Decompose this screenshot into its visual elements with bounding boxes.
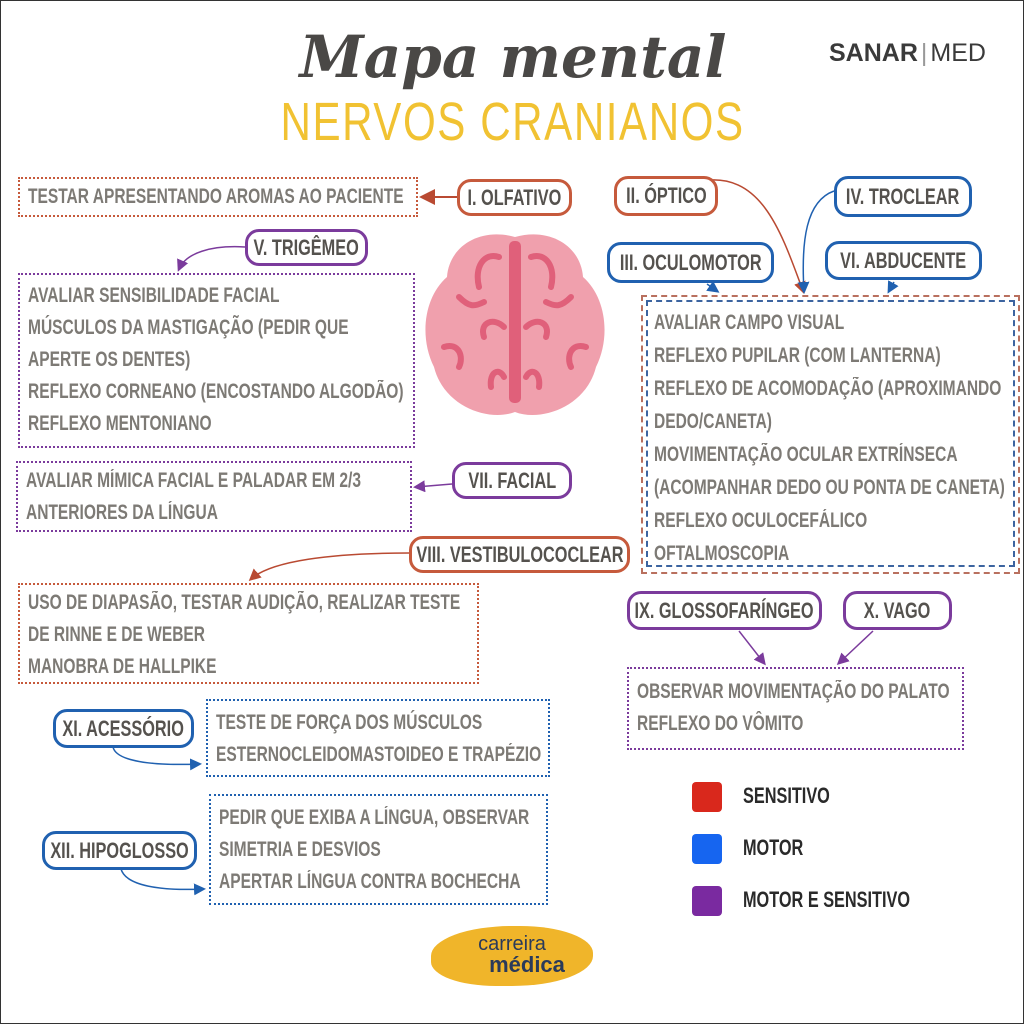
- pill-vago: X. VAGO: [843, 591, 952, 630]
- trigemeo-box: AVALIAR SENSIBILIDADE FACIAL MÚSCULOS DA…: [18, 273, 415, 448]
- logo-line1: carreira: [478, 933, 546, 955]
- eye-line: DEDO/CANETA): [654, 410, 772, 433]
- pill-label: V. TRIGÊMEO: [253, 234, 360, 260]
- palate-line: OBSERVAR MOVIMENTAÇÃO DO PALATO: [637, 680, 950, 703]
- page-title: Mapa mental: [299, 23, 727, 91]
- brain-illustration: [425, 234, 605, 415]
- facial-line: ANTERIORES DA LÍNGUA: [26, 501, 218, 524]
- pill-oculomotor: III. OCULOMOTOR: [607, 242, 774, 283]
- facial-line: AVALIAR MÍMICA FACIAL E PALADAR EM 2/3: [26, 469, 361, 492]
- page-subtitle: NERVOS CRANIANOS: [1, 91, 1024, 153]
- pill-label: X. VAGO: [864, 597, 931, 623]
- legend-swatch-sensitivo: [692, 782, 722, 812]
- trigemeo-line: AVALIAR SENSIBILIDADE FACIAL: [28, 284, 280, 307]
- pill-label: II. ÓPTICO: [625, 183, 707, 208]
- palate-line: REFLEXO DO VÔMITO: [637, 712, 804, 735]
- pill-label: XII. HIPOGLOSSO: [50, 837, 189, 863]
- eye-line: (ACOMPANHAR DEDO OU PONTA DE CANETA): [654, 476, 1005, 499]
- trigemeo-line: REFLEXO CORNEANO (ENCOSTANDO ALGODÃO): [28, 380, 404, 403]
- legend-swatch-motor: [692, 834, 722, 864]
- pill-facial: VII. FACIAL: [452, 462, 572, 499]
- hipoglosso-box: PEDIR QUE EXIBA A LÍNGUA, OBSERVAR SIMET…: [209, 794, 548, 905]
- logo-line2: médica: [489, 952, 565, 977]
- acessorio-box: TESTE DE FORÇA DOS MÚSCULOS ESTERNOCLEID…: [206, 699, 550, 777]
- legend-item: MOTOR: [743, 835, 824, 861]
- pill-troclear: IV. TROCLEAR: [834, 176, 972, 217]
- subtitle-text: NERVOS CRANIANOS: [280, 92, 746, 152]
- legend-label: SENSITIVO: [743, 783, 830, 808]
- trigemeo-line: REFLEXO MENTONIANO: [28, 412, 212, 435]
- legend-item: MOTOR E SENSITIVO: [743, 887, 969, 913]
- brand-logo: SANAR|MED: [829, 39, 986, 67]
- pill-trigemeo: V. TRIGÊMEO: [245, 229, 368, 266]
- eye-line: REFLEXO OCULOCEFÁLICO: [654, 509, 868, 532]
- pill-hipoglosso: XII. HIPOGLOSSO: [42, 831, 197, 870]
- pill-label: XI. ACESSÓRIO: [62, 715, 185, 741]
- carreira-medica-logo: carreira médica: [431, 926, 593, 986]
- hipoglosso-line: PEDIR QUE EXIBA A LÍNGUA, OBSERVAR: [219, 806, 530, 829]
- pill-label: VI. ABDUCENTE: [840, 247, 967, 273]
- eye-line: OFTALMOSCOPIA: [654, 542, 790, 565]
- facial-box: AVALIAR MÍMICA FACIAL E PALADAR EM 2/3 A…: [16, 461, 412, 532]
- pill-label: IV. TROCLEAR: [846, 183, 960, 209]
- palate-box: OBSERVAR MOVIMENTAÇÃO DO PALATO REFLEXO …: [627, 667, 964, 750]
- brand-med: MED: [930, 39, 986, 67]
- legend-label: MOTOR E SENSITIVO: [743, 887, 911, 912]
- trigemeo-line: APERTE OS DENTES): [28, 348, 191, 371]
- eye-line: MOVIMENTAÇÃO OCULAR EXTRÍNSECA: [654, 443, 958, 466]
- pill-label: VIII. VESTIBULOCOCLEAR: [415, 541, 624, 567]
- pill-label: III. OCULOMOTOR: [619, 249, 762, 275]
- pill-label: I. OLFATIVO: [467, 184, 562, 210]
- vestibulococlear-line: USO DE DIAPASÃO, TESTAR AUDIÇÃO, REALIZA…: [28, 591, 461, 614]
- legend-item: SENSITIVO: [743, 783, 860, 809]
- hipoglosso-line: SIMETRIA E DESVIOS: [219, 838, 381, 861]
- olfativo-box: TESTAR APRESENTANDO AROMAS AO PACIENTE: [18, 177, 418, 217]
- trigemeo-line: MÚSCULOS DA MASTIGAÇÃO (PEDIR QUE: [28, 316, 349, 339]
- legend-label: MOTOR: [743, 835, 804, 860]
- vestibulococlear-line: DE RINNE E DE WEBER: [28, 623, 206, 646]
- pill-glossofaringeo: IX. GLOSSOFARÍNGEO: [627, 591, 822, 630]
- pill-vestibulococlear: VIII. VESTIBULOCOCLEAR: [409, 536, 630, 573]
- brand-sanar: SANAR: [829, 39, 918, 67]
- hipoglosso-line: APERTAR LÍNGUA CONTRA BOCHECHA: [219, 870, 521, 893]
- legend-swatch-motor-sensitivo: [692, 886, 722, 916]
- vestibulococlear-line: MANOBRA DE HALLPIKE: [28, 655, 217, 678]
- vestibulococlear-box: USO DE DIAPASÃO, TESTAR AUDIÇÃO, REALIZA…: [18, 583, 479, 684]
- pill-label: VII. FACIAL: [468, 467, 556, 493]
- acessorio-line: ESTERNOCLEIDOMASTOIDEO E TRAPÉZIO: [216, 743, 542, 766]
- acessorio-line: TESTE DE FORÇA DOS MÚSCULOS: [216, 711, 483, 734]
- eye-line: REFLEXO PUPILAR (COM LANTERNA): [654, 344, 941, 367]
- pill-optico: II. ÓPTICO: [614, 176, 718, 216]
- eye-nerves-box: AVALIAR CAMPO VISUAL REFLEXO PUPILAR (CO…: [641, 295, 1020, 574]
- pill-label: IX. GLOSSOFARÍNGEO: [634, 597, 815, 623]
- eye-line: REFLEXO DE ACOMODAÇÃO (APROXIMANDO: [654, 377, 1002, 400]
- eye-line: AVALIAR CAMPO VISUAL: [654, 311, 845, 334]
- pill-acessorio: XI. ACESSÓRIO: [53, 709, 194, 748]
- pill-abducente: VI. ABDUCENTE: [825, 241, 982, 280]
- olfativo-line: TESTAR APRESENTANDO AROMAS AO PACIENTE: [28, 185, 404, 208]
- pill-olfativo: I. OLFATIVO: [457, 179, 572, 216]
